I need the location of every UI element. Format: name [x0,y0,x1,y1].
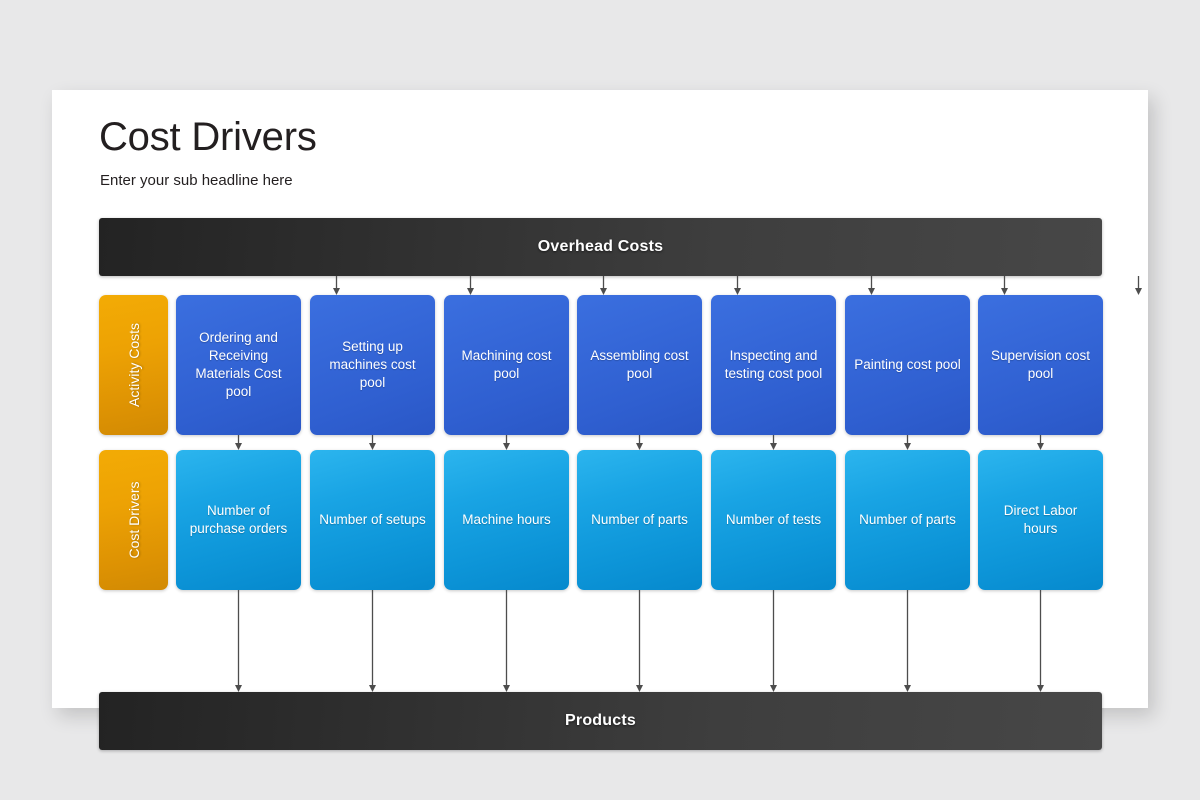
activity-cost-pool-1[interactable]: Ordering and Receiving Materials Cost po… [176,295,301,435]
activity-cost-pool-7-label: Supervision cost pool [990,348,1091,381]
cost-driver-4[interactable]: Number of parts [577,450,702,590]
cost-driver-2[interactable]: Number of setups [310,450,435,590]
activity-cost-pool-6[interactable]: Painting cost pool [845,295,970,435]
slide-card: Cost Drivers Enter your sub headline her… [52,90,1148,750]
cost-driver-6[interactable]: Number of parts [845,450,970,590]
cost-driver-1-label: Number of purchase orders [189,503,288,536]
page-subtitle: Enter your sub headline here [100,172,293,189]
arrow-overhead-to-activity-6 [1001,276,1008,295]
arrow-overhead-to-activity-4 [734,276,741,295]
activity-cost-pool-1-label: Ordering and Receiving Materials Cost po… [195,330,282,399]
cost-drivers-row: Cost Drivers Number of purchase orders N… [99,450,1103,590]
arrow-overhead-to-activity-7 [1135,276,1142,295]
arrow-driver-to-products-3 [503,590,510,692]
arrow-driver-to-products-6 [904,590,911,692]
cost-drivers-side-label: Cost Drivers [99,450,168,590]
arrow-activity-to-driver-5 [770,435,777,450]
arrow-overhead-to-activity-3 [600,276,607,295]
cost-drivers-side-label-text: Cost Drivers [125,481,142,559]
arrow-driver-to-products-4 [636,590,643,692]
arrow-overhead-to-activity-5 [868,276,875,295]
activity-cost-pool-2-label: Setting up machines cost pool [329,339,416,390]
cost-driver-7-label: Direct Labor hours [1003,503,1078,536]
cost-driver-4-label: Number of parts [591,512,688,528]
cost-driver-1[interactable]: Number of purchase orders [176,450,301,590]
cost-driver-7[interactable]: Direct Labor hours [978,450,1103,590]
cost-driver-5[interactable]: Number of tests [711,450,836,590]
overhead-costs-label: Overhead Costs [537,238,664,255]
arrow-driver-to-products-7 [1037,590,1044,692]
activity-cost-pool-4[interactable]: Assembling cost pool [577,295,702,435]
cost-driver-5-label: Number of tests [725,512,822,528]
arrow-activity-to-driver-1 [235,435,242,450]
activity-cost-pool-7[interactable]: Supervision cost pool [978,295,1103,435]
activity-costs-row: Activity Costs Ordering and Receiving Ma… [99,295,1103,435]
arrow-activity-to-driver-4 [636,435,643,450]
activity-cost-pool-4-label: Assembling cost pool [590,348,689,381]
arrow-activity-to-driver-6 [904,435,911,450]
activity-cost-pool-3-label: Machining cost pool [461,348,552,381]
cost-driver-3[interactable]: Machine hours [444,450,569,590]
arrow-driver-to-products-1 [235,590,242,692]
activity-cost-pool-3[interactable]: Machining cost pool [444,295,569,435]
activity-cost-pool-2[interactable]: Setting up machines cost pool [310,295,435,435]
arrow-driver-to-products-5 [770,590,777,692]
arrow-activity-to-driver-7 [1037,435,1044,450]
cost-drivers-diagram: Overhead Costs Activity Costs Ordering a… [99,218,1142,750]
overhead-costs-banner[interactable]: Overhead Costs [99,218,1102,276]
arrow-overhead-to-activity-1 [333,276,340,295]
arrow-driver-to-products-2 [369,590,376,692]
cost-driver-6-label: Number of parts [859,512,956,528]
arrow-activity-to-driver-2 [369,435,376,450]
cost-driver-3-label: Machine hours [462,512,551,528]
products-banner[interactable]: Products [99,692,1102,750]
page-title: Cost Drivers [99,115,317,159]
arrow-overhead-to-activity-2 [467,276,474,295]
products-label: Products [565,712,636,729]
activity-costs-side-label: Activity Costs [99,295,168,435]
arrow-activity-to-driver-3 [503,435,510,450]
activity-cost-pool-5-label: Inspecting and testing cost pool [724,348,823,381]
activity-cost-pool-5[interactable]: Inspecting and testing cost pool [711,295,836,435]
activity-costs-side-label-text: Activity Costs [125,322,142,408]
cost-driver-2-label: Number of setups [319,512,426,528]
activity-cost-pool-6-label: Painting cost pool [854,357,961,373]
